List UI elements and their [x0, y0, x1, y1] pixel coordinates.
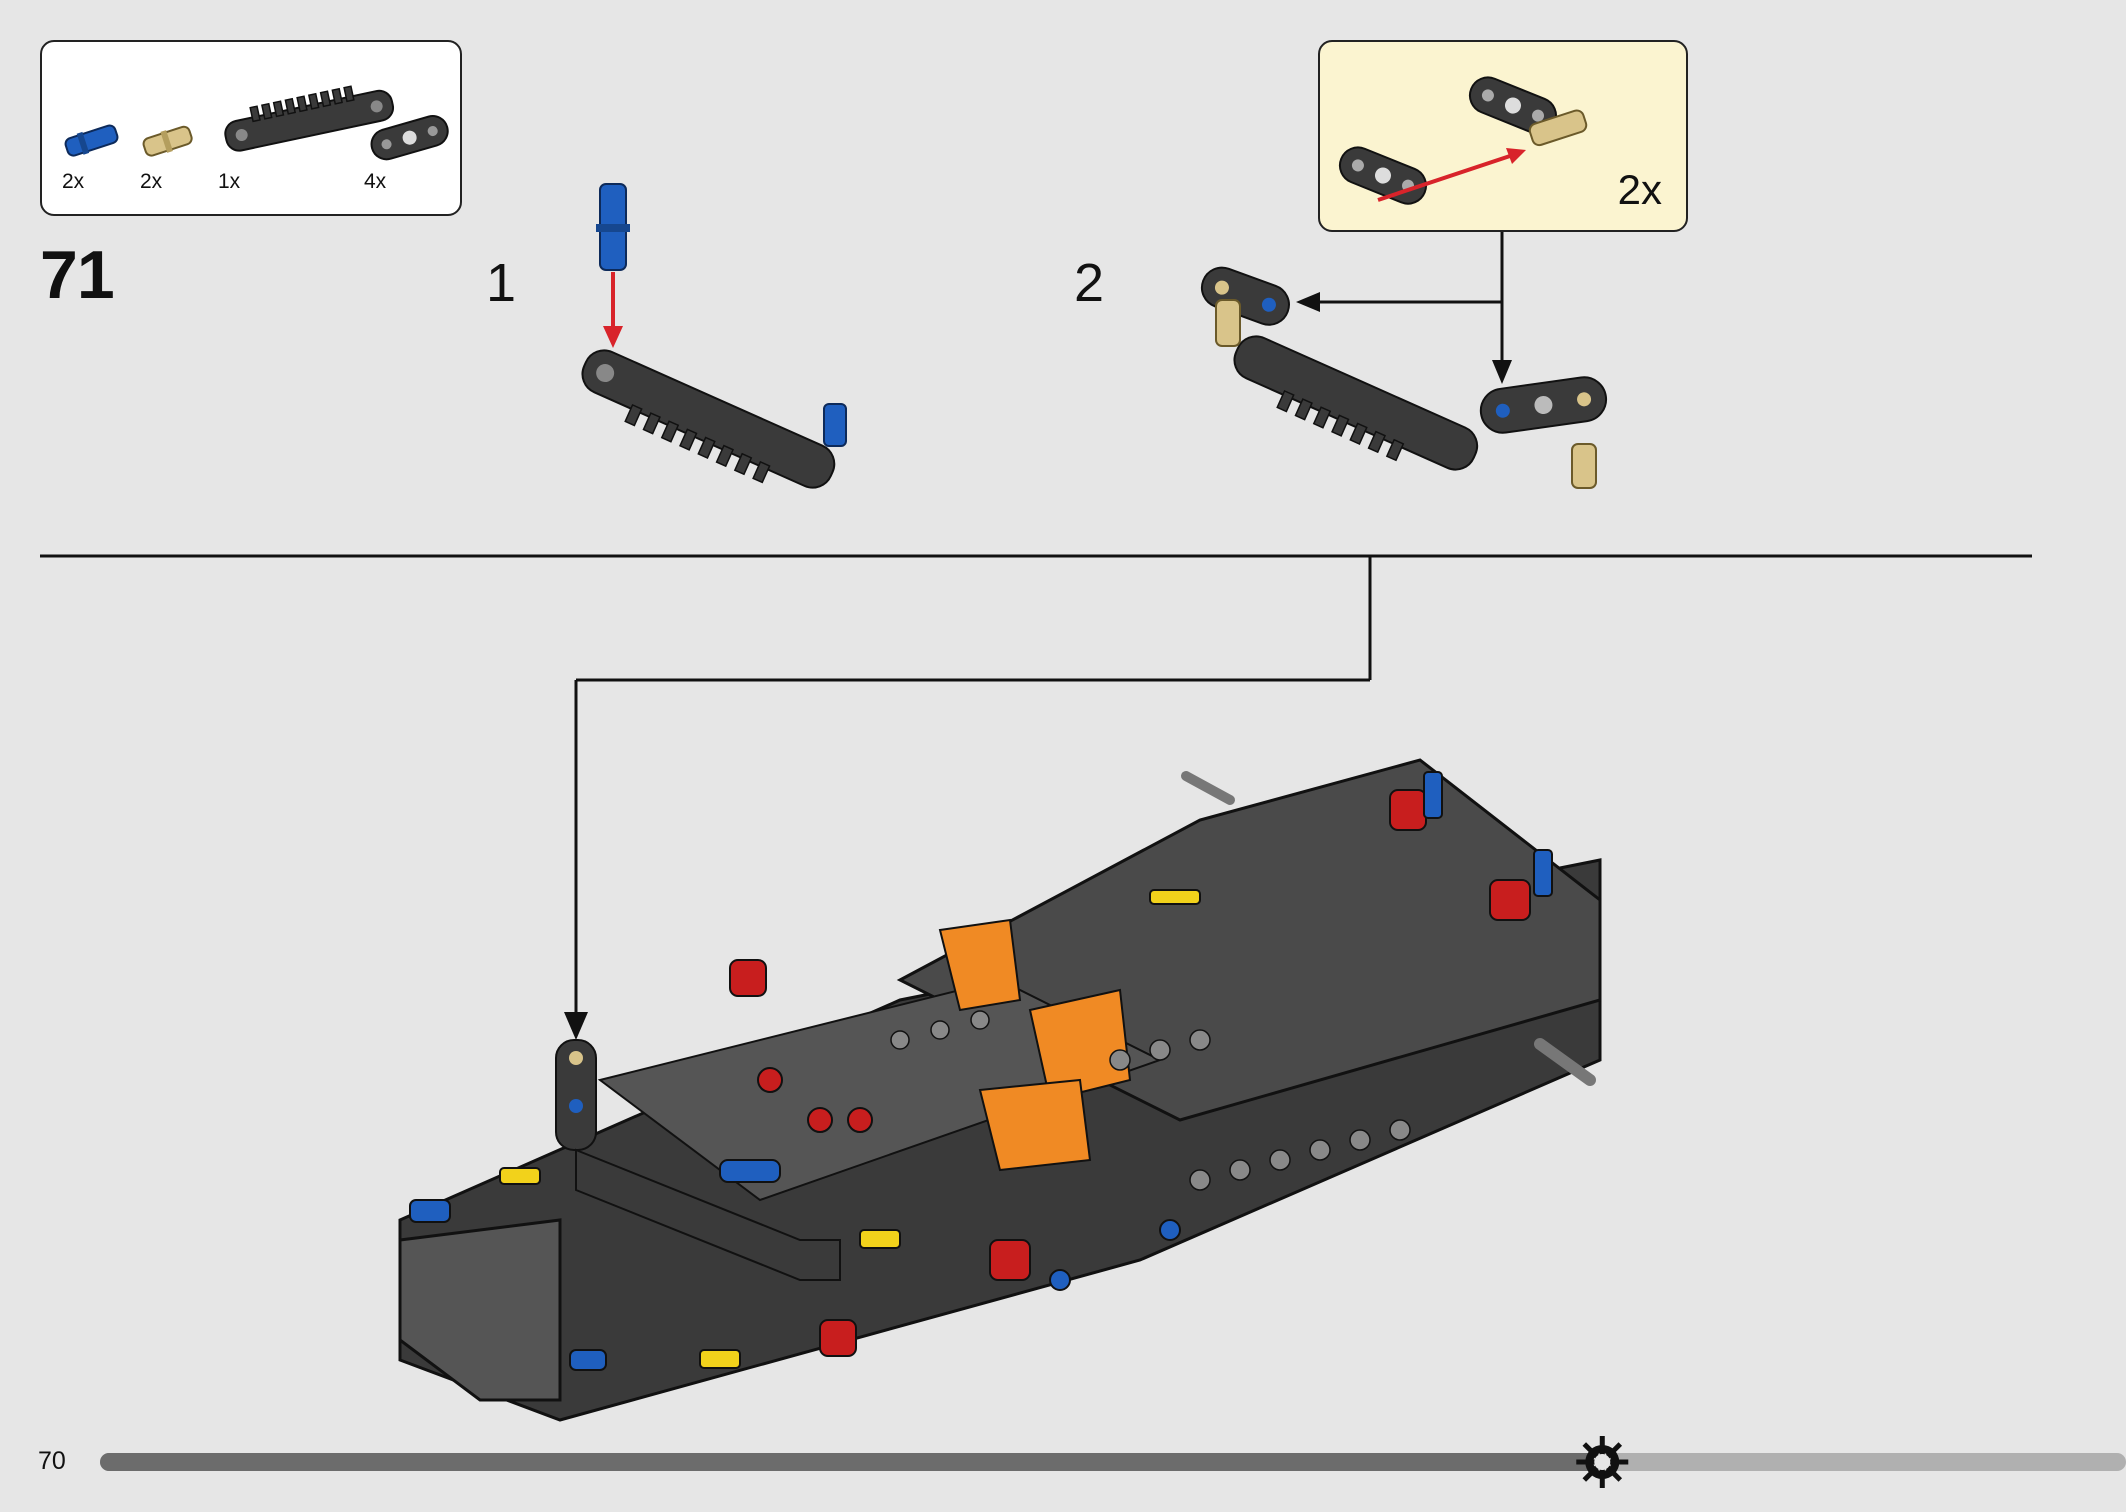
tan-axle-pin-icon [1528, 109, 1588, 147]
callout-illustration [1338, 76, 1588, 205]
progress-bar [100, 1436, 2126, 1488]
arrow-head [1492, 360, 1512, 384]
gear-rack-beam-icon [1233, 335, 1479, 471]
callout-connector [1312, 232, 1504, 372]
part-count: 1x [218, 170, 241, 193]
tan-axle-pin-icon [142, 125, 193, 157]
arrow-head [564, 1012, 588, 1040]
assembly-arrow [1377, 152, 1517, 202]
model-connector [574, 556, 1372, 1024]
sub-step-label: 2 [1074, 253, 1105, 313]
thin-beam-icon [1479, 376, 1608, 434]
sub-step-2-illustration [1200, 266, 1608, 489]
sub-assembly-callout: 2x [1318, 40, 1688, 232]
part-count: 2x [62, 170, 85, 193]
callout-multiplier: 2x [1617, 166, 1662, 213]
chassis-model-illustration [398, 758, 1602, 1422]
parts-list-box: 2x 2x 1x 4x [40, 40, 462, 216]
part-count: 2x [140, 170, 163, 193]
gear-rack-beam-icon [581, 349, 836, 489]
thin-beam-icon [370, 115, 449, 161]
thin-beam-icon [1200, 266, 1290, 326]
sub-step-label: 1 [486, 253, 517, 313]
page-number: 70 [38, 1447, 66, 1475]
attached-lever-assembly [555, 1039, 841, 1281]
blue-axle-pin-icon [596, 183, 630, 271]
sub-step-1-illustration [581, 183, 847, 489]
part-count: 4x [364, 170, 387, 193]
gear-rack-beam-icon [224, 85, 395, 152]
step-number: 71 [40, 237, 115, 313]
parts-list-illustration [64, 85, 449, 161]
arrow-head [1296, 292, 1320, 312]
gear-icon [1576, 1436, 1629, 1488]
blue-axle-pin-icon [64, 124, 119, 157]
